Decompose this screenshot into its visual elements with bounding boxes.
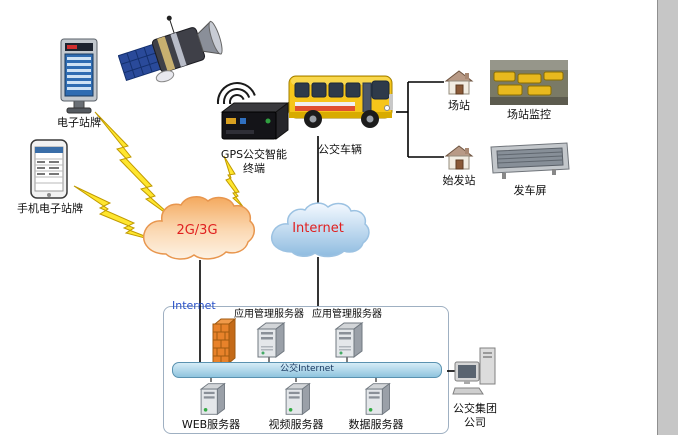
gps-terminal-label-line1: GPS公交智能 — [220, 148, 288, 161]
bus-label: 公交车辆 — [318, 143, 362, 156]
server-icon-data — [364, 382, 391, 416]
house-icon-station — [444, 70, 474, 95]
origin-station-label: 始发站 — [442, 174, 476, 187]
page-edge-strip — [657, 0, 678, 435]
gps-terminal-icon — [220, 102, 290, 140]
led-screen-photo — [490, 142, 570, 179]
house-icon-origin — [444, 145, 474, 170]
bus-icon — [288, 75, 393, 128]
server-icon-app1 — [256, 322, 286, 358]
web-server-label: WEB服务器 — [181, 418, 241, 431]
app-server-2-label: 应用管理服务器 — [312, 309, 382, 320]
backbone-label: 公交Internet — [280, 364, 334, 374]
kiosk-label: 电子站牌 — [57, 116, 101, 129]
firewall-icon — [212, 318, 236, 364]
cloud-2g3g-icon — [142, 196, 255, 260]
app-server-1-label: 应用管理服务器 — [234, 309, 304, 320]
company-label-line2: 公司 — [464, 415, 486, 429]
datacenter-box — [163, 306, 449, 434]
cloud-internet-icon — [270, 202, 370, 258]
cloud-internet-label: Internet — [292, 221, 344, 236]
company-label-line1: 公交集团 — [453, 402, 497, 415]
departure-screen-label: 发车屏 — [513, 184, 547, 197]
phone-icon — [30, 139, 68, 199]
data-server-label: 数据服务器 — [348, 418, 404, 431]
server-icon-app2 — [334, 322, 364, 358]
server-icon-web — [199, 382, 226, 416]
gps-terminal-label-line2: 终端 — [243, 161, 265, 175]
station-label: 场站 — [448, 99, 470, 112]
satellite-icon — [118, 15, 223, 83]
workstation-icon — [452, 347, 496, 395]
phone-label: 手机电子站牌 — [17, 202, 83, 215]
network-backbone-bar: 公交Internet — [172, 362, 442, 378]
company-label: 公交集团 公司 — [442, 402, 508, 430]
wifi-arcs-icon — [217, 82, 256, 104]
server-icon-video — [284, 382, 311, 416]
datacenter-internet-label: Internet — [172, 299, 216, 312]
video-server-label: 视频服务器 — [268, 418, 324, 431]
cloud-2g3g-label: 2G/3G — [176, 223, 218, 238]
kiosk-icon — [60, 38, 98, 114]
depot-photo — [490, 60, 568, 105]
station-monitor-label: 场站监控 — [507, 108, 551, 121]
gps-terminal-label: GPS公交智能 终端 — [210, 148, 298, 176]
